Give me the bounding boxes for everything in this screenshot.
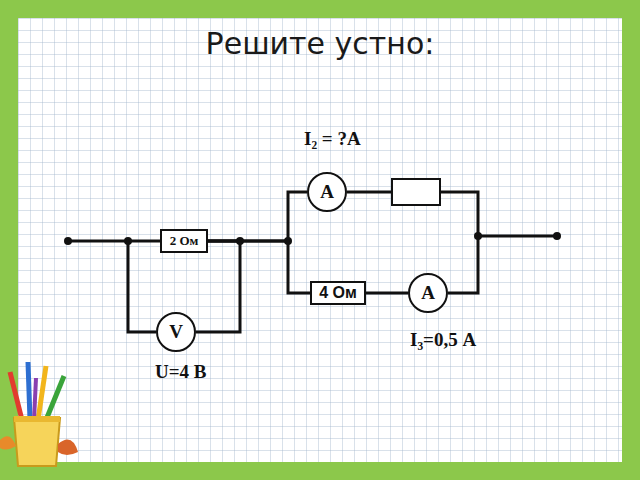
pencil-cup — [0, 362, 78, 466]
wire — [208, 241, 310, 293]
resistor-symbol — [392, 179, 440, 205]
node-text: A — [421, 282, 435, 304]
value-label: U=4 В — [155, 361, 206, 383]
wire — [128, 241, 160, 332]
resistor-box: 2 Ом — [160, 229, 208, 253]
voltmeter-symbol: V — [156, 312, 196, 352]
wire — [196, 241, 240, 332]
value-label: I₃=0,5 А — [410, 329, 476, 351]
resistor-box: 4 Ом — [310, 281, 366, 305]
node-text: V — [169, 321, 183, 343]
ammeter-symbol: A — [408, 273, 448, 313]
slide-title: Решите устно: — [0, 26, 640, 61]
node-text: 4 Ом — [319, 284, 357, 302]
node-text: 2 Ом — [170, 233, 199, 249]
wire — [366, 292, 408, 295]
ammeter-symbol: A — [307, 172, 347, 212]
value-label: I₂ = ?А — [304, 128, 361, 150]
node-text: A — [320, 181, 334, 203]
wire — [208, 192, 307, 241]
